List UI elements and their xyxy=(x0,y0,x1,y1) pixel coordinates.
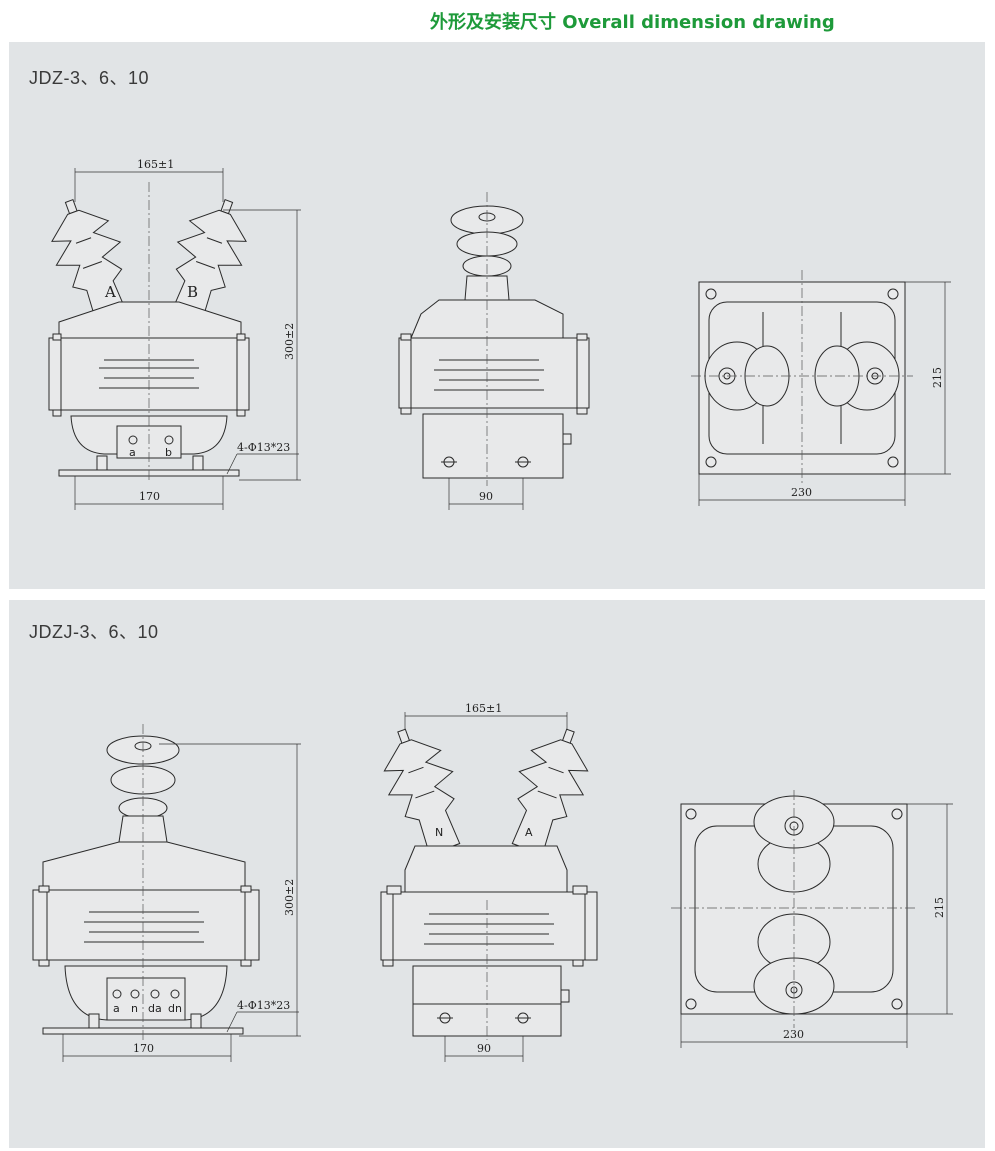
drawing-jdzj: a n da dn 300±2 4-Φ13*23 170 165±1 xyxy=(32,702,953,1062)
top-view: 215 230 xyxy=(691,270,951,506)
panel-label: JDZ-3、6、10 xyxy=(29,68,150,88)
drawing-jdz: 165±1 A B xyxy=(48,158,951,510)
dim-plan-depth: 215 xyxy=(931,367,944,388)
dim-side-base: 90 xyxy=(477,1042,491,1055)
terminal-a: a xyxy=(129,446,136,459)
top-view: 215 230 xyxy=(671,790,953,1048)
terminal-dn: dn xyxy=(168,1002,182,1015)
dim-base: 170 xyxy=(139,490,160,503)
terminal-a: a xyxy=(113,1002,120,1015)
page-title: 外形及安装尺寸 Overall dimension drawing xyxy=(430,12,835,33)
side-view: 165±1 N A xyxy=(380,702,598,1062)
phase-label-b: B xyxy=(187,283,198,301)
dim-base: 170 xyxy=(133,1042,154,1055)
side-view: 90 xyxy=(398,192,590,510)
panel-jdz: JDZ-3、6、10 165±1 A B xyxy=(9,42,985,589)
terminal-b: b xyxy=(165,446,172,459)
panel-jdzj: JDZJ-3、6、10 a xyxy=(9,600,985,1148)
dim-holes: 4-Φ13*23 xyxy=(237,441,290,454)
phase-label-a: A xyxy=(104,283,116,301)
phase-label-n: N xyxy=(435,826,443,839)
front-view: 165±1 A B xyxy=(48,158,301,510)
dim-side-base: 90 xyxy=(479,490,493,503)
terminal-n: n xyxy=(131,1002,138,1015)
dim-plan-width: 230 xyxy=(783,1028,804,1041)
header: 外形及安装尺寸 Overall dimension drawing xyxy=(0,6,995,34)
dim-top-spacing: 165±1 xyxy=(137,158,174,171)
dim-holes: 4-Φ13*23 xyxy=(237,999,290,1012)
dim-top-spacing: 165±1 xyxy=(465,702,502,715)
panel-label: JDZJ-3、6、10 xyxy=(29,622,159,642)
front-view: a n da dn 300±2 4-Φ13*23 170 xyxy=(32,724,301,1062)
dim-height: 300±2 xyxy=(283,323,296,360)
dim-plan-depth: 215 xyxy=(933,897,946,918)
dim-plan-width: 230 xyxy=(791,486,812,499)
phase-label-a: A xyxy=(525,826,533,839)
dim-height: 300±2 xyxy=(283,879,296,916)
terminal-da: da xyxy=(148,1002,162,1015)
